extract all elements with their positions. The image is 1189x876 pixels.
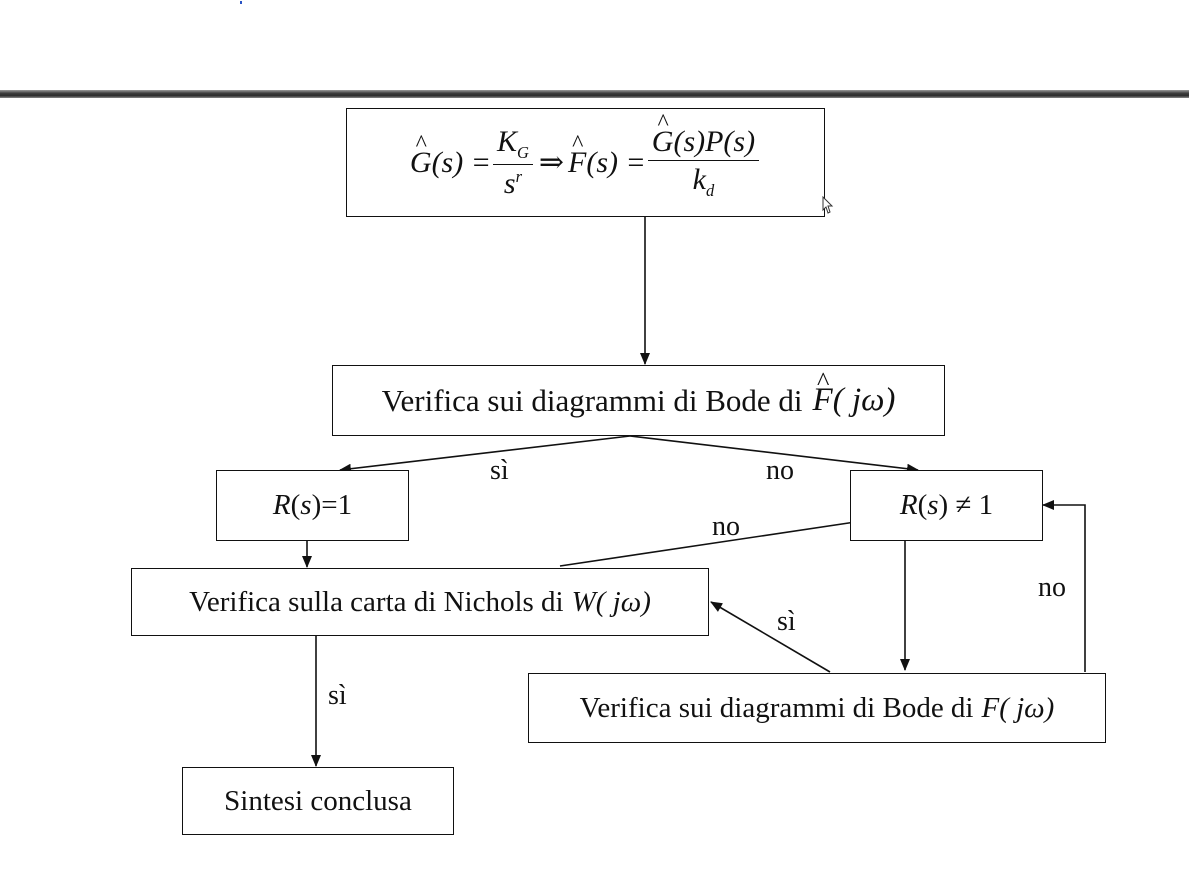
label-bodef-no: no xyxy=(1038,572,1066,603)
nichols-check-math: W( jω) xyxy=(571,585,651,618)
fraction-kg-sr: KG sr xyxy=(492,124,533,200)
r-equals-1-box: R(s)=1 xyxy=(216,470,409,541)
formula-lhs2: (s) = xyxy=(586,145,646,179)
bode-check-f-text: Verifica sui diagrammi di Bode di xyxy=(579,691,974,724)
label-bode-no: no xyxy=(766,455,794,486)
edge-bode-to-rnot1 xyxy=(629,435,919,474)
label-bodef-yes: sì xyxy=(777,606,796,637)
edge-nichols-to-rnot1 xyxy=(559,517,863,567)
bode-check-hat-box: Verifica sui diagrammi di Bode di F( jω) xyxy=(332,365,945,436)
label-bode-yes: sì xyxy=(490,455,509,486)
r-not-1-box: R(s) ≠ 1 xyxy=(850,470,1043,541)
r-equals-1-var: R xyxy=(272,489,291,521)
header-rule xyxy=(0,90,1189,98)
edge-bodef-to-nichols xyxy=(710,601,831,673)
den2: k xyxy=(692,163,706,197)
nichols-check-box: Verifica sulla carta di Nichols di W( jω… xyxy=(131,568,709,636)
den2-sub: d xyxy=(705,181,715,201)
done-text: Sintesi conclusa xyxy=(224,784,412,817)
f-hat: F xyxy=(568,146,586,180)
edge-bodef-loop-to-rnot1 xyxy=(1042,500,1086,672)
bode-check-f-math: F( jω) xyxy=(981,691,1055,724)
bode-check-hat-text: Verifica sui diagrammi di Bode di xyxy=(381,382,803,418)
f-hat-2: F xyxy=(813,382,833,419)
marker-dot xyxy=(240,1,242,4)
num1: K xyxy=(496,124,517,158)
nichols-check-text: Verifica sulla carta di Nichols di xyxy=(189,585,564,618)
r-equals-1-rest: =1 xyxy=(321,489,353,521)
label-nichols-no: no xyxy=(712,511,740,542)
formula-box: G(s) = KG sr ⇒ F(s) = G(s)P(s) kd xyxy=(346,108,825,217)
g-hat: G xyxy=(410,146,432,180)
label-nichols-yes: sì xyxy=(328,680,347,711)
fraction-gp-kd: G(s)P(s) kd xyxy=(647,124,760,201)
implies-symbol: ⇒ xyxy=(538,146,565,179)
done-box: Sintesi conclusa xyxy=(182,767,454,835)
r-not-1-var: R xyxy=(899,489,918,521)
bode-check-hat-math: ( jω) xyxy=(832,382,896,418)
formula-lhs1: (s) = xyxy=(431,145,491,179)
r-not-1-rest: ≠ 1 xyxy=(948,489,994,521)
mouse-cursor-icon xyxy=(822,196,834,214)
bode-check-f-box: Verifica sui diagrammi di Bode di F( jω) xyxy=(528,673,1106,743)
edge-bode-to-r1 xyxy=(339,435,631,474)
num1-sub: G xyxy=(516,142,529,162)
den1-sup: r xyxy=(515,166,522,186)
den1: s xyxy=(503,166,516,200)
num2: (s)P(s) xyxy=(673,124,756,158)
